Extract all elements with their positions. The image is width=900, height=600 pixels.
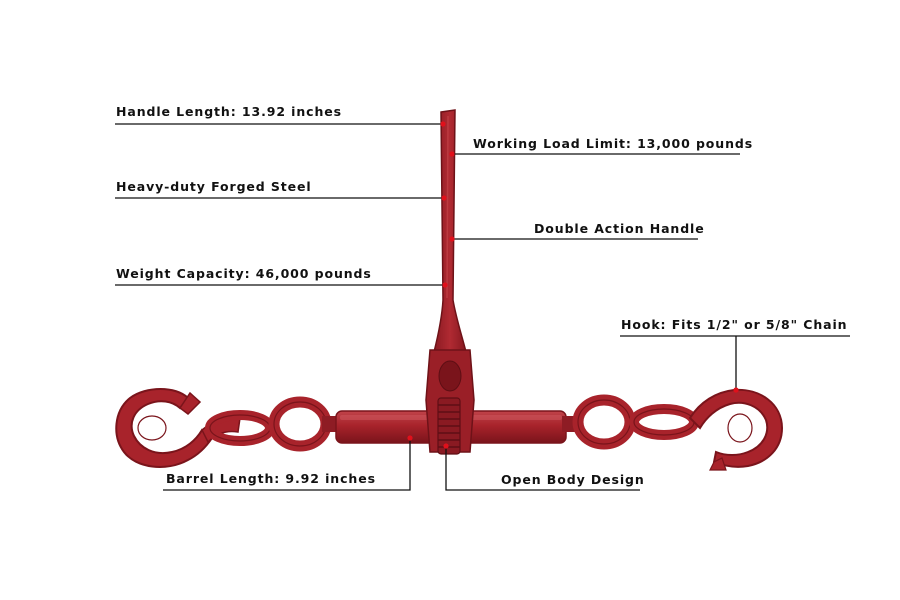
right-chain-links — [562, 394, 699, 450]
leader-barrel-length — [163, 438, 411, 491]
right-grab-hook — [688, 388, 784, 471]
left-chain-links — [205, 396, 338, 452]
callout-hook-fits: Hook: Fits 1/2" or 5/8" Chain — [621, 317, 848, 332]
left-grab-hook — [115, 388, 241, 468]
callout-forged-steel: Heavy-duty Forged Steel — [116, 179, 312, 194]
callout-barrel-length: Barrel Length: 9.92 inches — [166, 471, 376, 486]
marker-barrel-length — [407, 435, 413, 441]
callout-double-action-handle: Double Action Handle — [534, 221, 705, 236]
callout-weight-capacity: Weight Capacity: 46,000 pounds — [116, 266, 372, 281]
marker-handle-length — [440, 121, 446, 127]
callout-open-body-design: Open Body Design — [501, 472, 645, 487]
marker-weight-capacity — [442, 282, 448, 288]
ratchet-load-binder — [115, 109, 784, 471]
double-action-handle — [433, 109, 467, 353]
marker-open-body-design — [443, 443, 449, 449]
callout-leader-lines — [115, 123, 850, 491]
ratchet-body — [425, 349, 475, 455]
marker-double-action-handle — [449, 236, 455, 242]
marker-working-load-limit — [449, 151, 455, 157]
callout-working-load-limit: Working Load Limit: 13,000 pounds — [473, 136, 754, 151]
callout-handle-length: Handle Length: 13.92 inches — [116, 104, 342, 119]
callout-markers — [407, 121, 739, 449]
marker-forged-steel — [441, 195, 447, 201]
marker-hook-fits — [733, 387, 739, 393]
leader-open-body-design — [445, 446, 640, 491]
